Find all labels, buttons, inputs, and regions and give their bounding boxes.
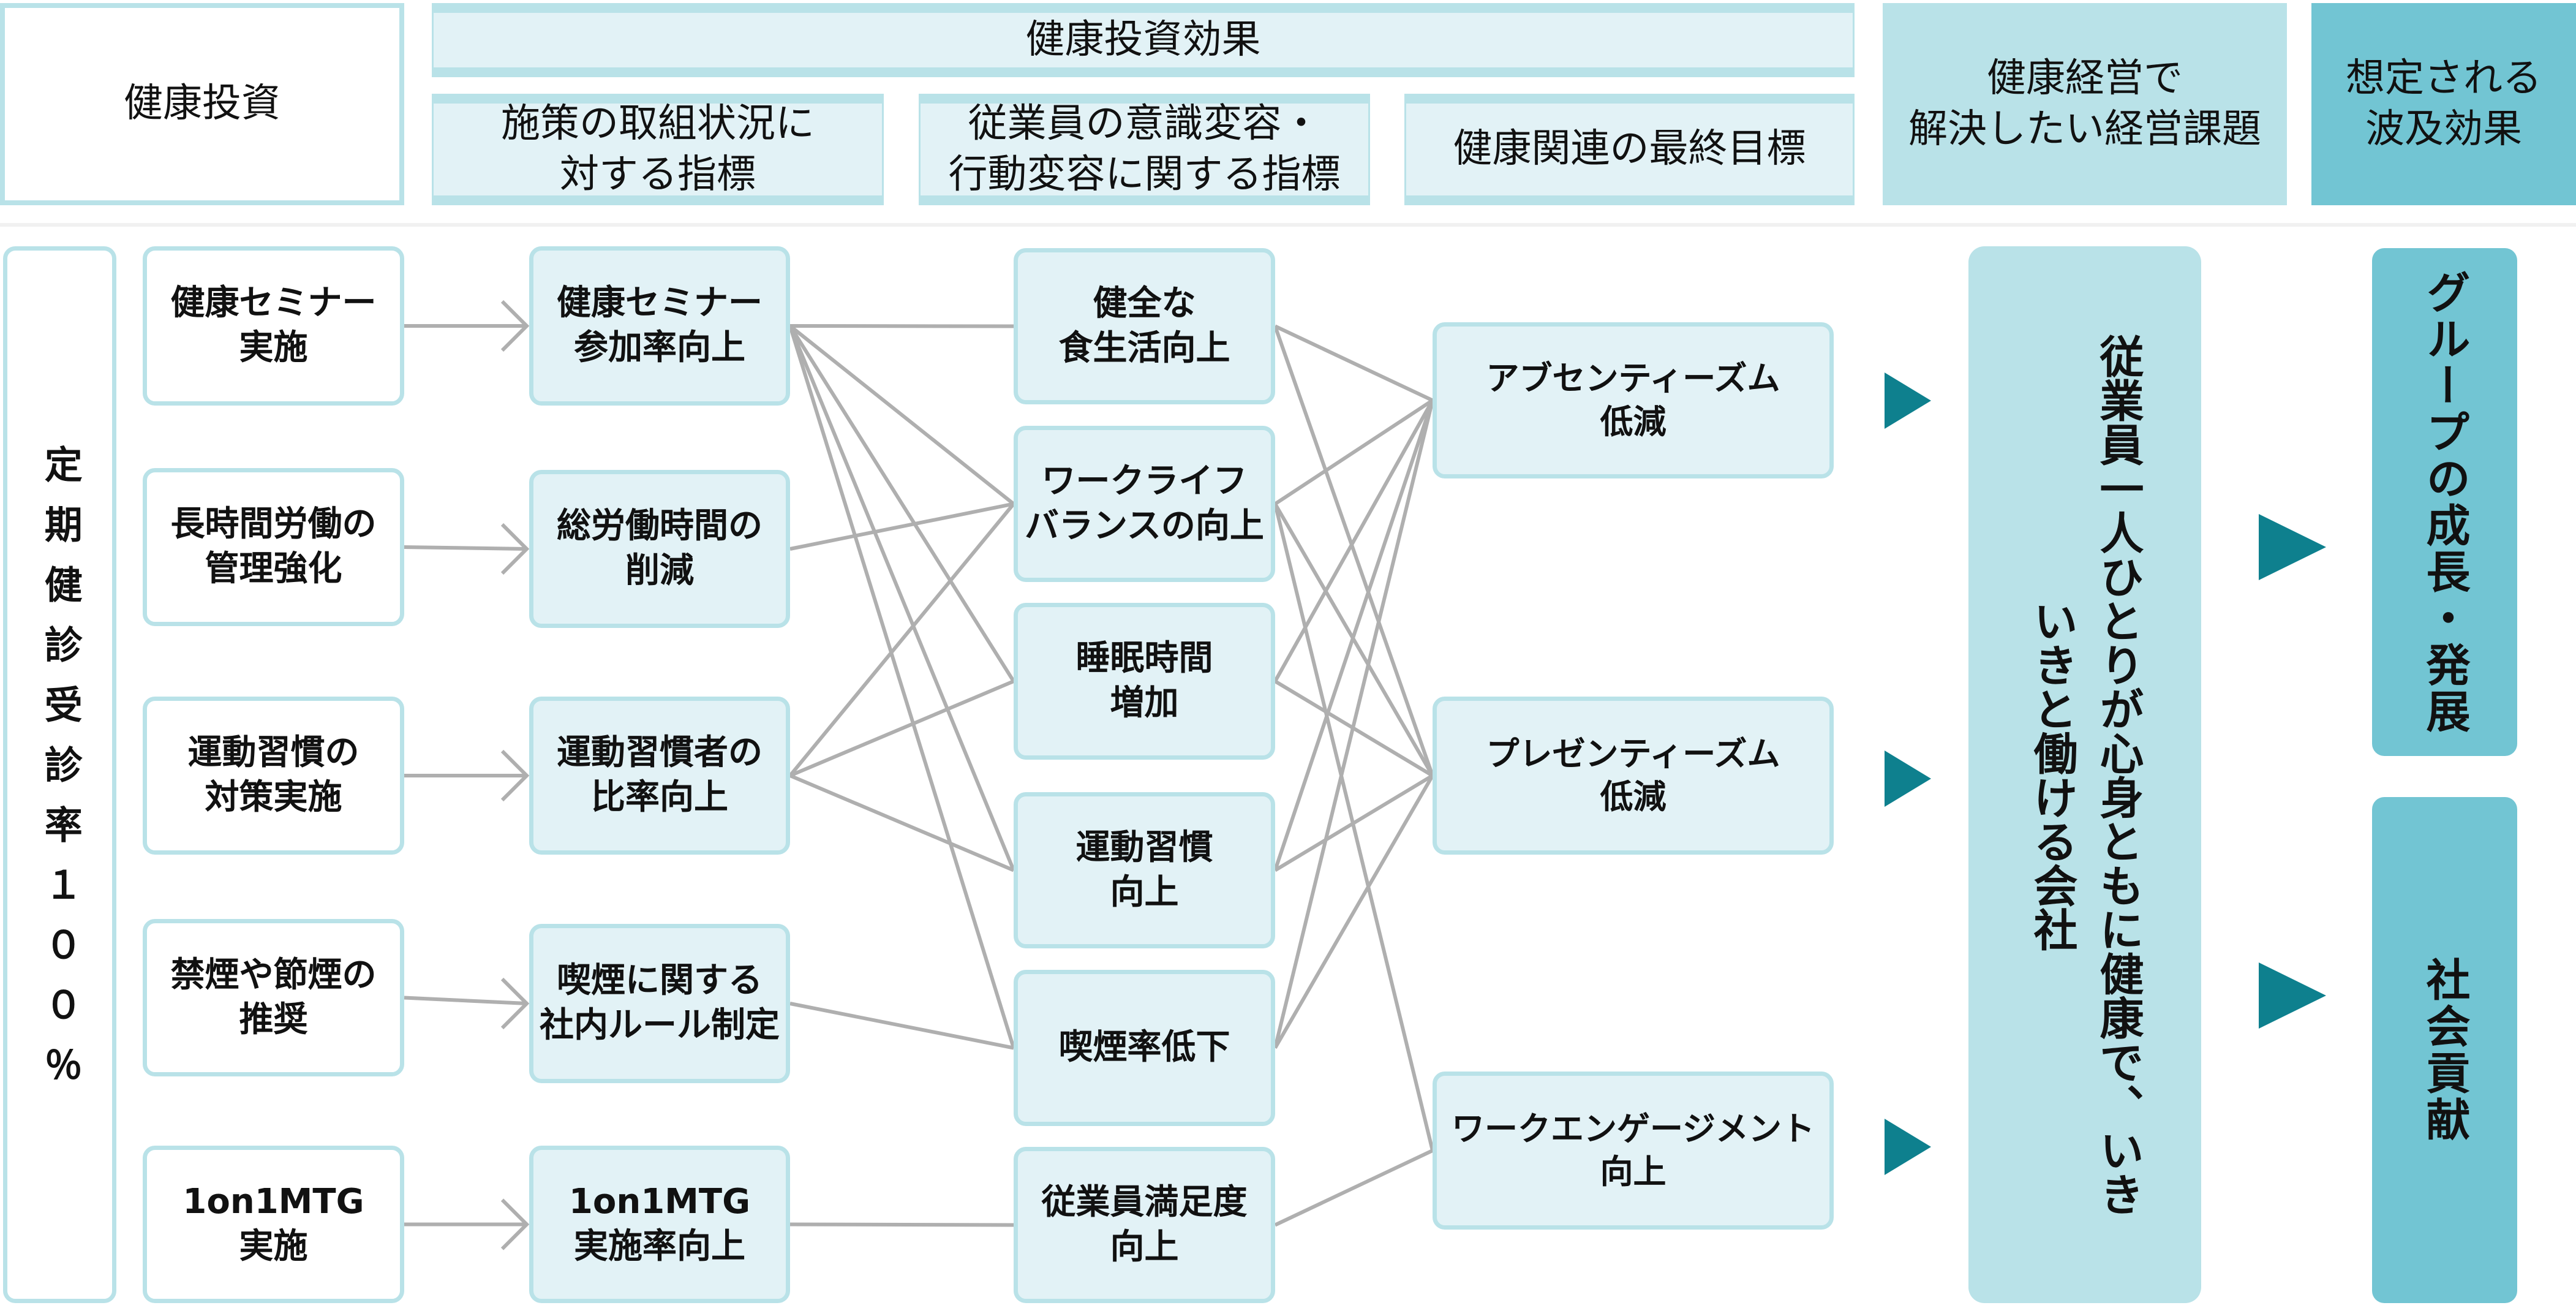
triangle-arrow-icon	[1885, 750, 1931, 807]
behavior-indicator-box: ワークライフ バランスの向上	[1014, 426, 1275, 582]
header-effect-sub-initiative: 施策の取組状況に 対する指標	[432, 94, 884, 205]
initiative-indicator-box-label: 運動習慣者の 比率向上	[557, 733, 763, 817]
triangle-arrow-icon	[2259, 514, 2326, 580]
behavior-connector	[1273, 399, 1434, 1049]
header-management-issue-label: 健康経営で 解決したい経営課題	[1908, 55, 2261, 152]
investment-connector	[404, 996, 527, 1005]
header-effect-sub-final: 健康関連の最終目標	[1404, 94, 1855, 205]
header-investment: 健康投資	[0, 3, 404, 205]
behavior-indicator-box-label: 喫煙率低下	[1058, 1027, 1230, 1068]
initiative-indicator-box-label: 1on1MTG 実施率向上	[568, 1181, 751, 1266]
ripple-effect-label: グループの成長・発展	[2419, 269, 2470, 735]
header-divider	[0, 223, 2576, 227]
arrowhead-icon	[500, 977, 530, 1030]
header-investment-label: 健康投資	[124, 81, 281, 127]
behavior-connector	[1273, 399, 1434, 871]
health-checkup-rate-bar: 定期健診受診率１００％	[3, 246, 116, 1303]
initiative-indicator-box: 1on1MTG 実施率向上	[529, 1146, 790, 1303]
initiative-connector	[788, 325, 1015, 682]
investment-box: 健康セミナー 実施	[143, 246, 404, 406]
ripple-effect-social: 社会貢献	[2372, 797, 2517, 1303]
behavior-indicator-box-label: 睡眠時間 増加	[1075, 638, 1213, 723]
initiative-connector	[789, 1002, 1014, 1050]
behavior-connector	[1273, 503, 1434, 1151]
header-sub-label: 健康関連の最終目標	[1453, 126, 1806, 172]
header-sub-label: 従業員の意識変容・ 行動変容に関する指標	[948, 100, 1341, 197]
initiative-connector	[789, 774, 1015, 872]
behavior-indicator-box: 運動習慣 向上	[1014, 792, 1275, 948]
behavior-indicator-box: 喫煙率低下	[1014, 970, 1275, 1126]
final-goal-box: プレゼンティーズム 低減	[1433, 697, 1834, 855]
triangle-arrow-icon	[1885, 372, 1931, 429]
initiative-connector	[789, 324, 1014, 328]
arrowhead-icon	[500, 1198, 530, 1250]
behavior-connector	[1274, 398, 1434, 506]
behavior-indicator-box-label: 運動習慣 向上	[1075, 827, 1213, 912]
investment-box: 禁煙や節煙の 推奨	[143, 919, 404, 1076]
management-goal-box: 従業員一人ひとりが心身ともに健康で、いきいきと働ける会社	[1968, 246, 2201, 1303]
investment-box-label: 運動習慣の 対策実施	[187, 733, 360, 817]
investment-box: 運動習慣の 対策実施	[143, 697, 404, 855]
final-goal-box: アブセンティーズム 低減	[1433, 322, 1834, 478]
arrowhead-icon	[500, 523, 530, 575]
health-checkup-rate-label: 定期健診受診率１００％	[37, 444, 83, 1105]
investment-box-label: 健康セミナー 実施	[170, 283, 377, 368]
behavior-connector	[1274, 774, 1434, 872]
initiative-connector	[789, 679, 1015, 777]
triangle-arrow-icon	[2259, 962, 2326, 1029]
final-goal-box: ワークエンゲージメント 向上	[1433, 1072, 1834, 1230]
behavior-indicator-box: 従業員満足度 向上	[1014, 1147, 1275, 1303]
behavior-connector	[1273, 325, 1434, 776]
ripple-effect-label: 社会貢献	[2419, 957, 2470, 1143]
initiative-indicator-box: 運動習慣者の 比率向上	[529, 697, 790, 855]
behavior-indicator-box-label: 従業員満足度 向上	[1041, 1182, 1248, 1267]
behavior-indicator-box: 健全な 食生活向上	[1014, 248, 1275, 404]
header-effect-sub-behavior: 従業員の意識変容・ 行動変容に関する指標	[919, 94, 1370, 205]
investment-connector	[404, 545, 527, 551]
initiative-indicator-box-label: 総労働時間の 削減	[557, 506, 763, 591]
behavior-indicator-box-label: 健全な 食生活向上	[1058, 283, 1230, 368]
management-goal-label: 従業員一人ひとりが心身ともに健康で、いきいきと働ける会社	[2026, 333, 2144, 1216]
final-goal-box-label: アブセンティーズム 低減	[1486, 359, 1780, 441]
initiative-connector	[788, 325, 1015, 1049]
initiative-connector	[788, 325, 1015, 871]
investment-box-label: 長時間労働の 管理強化	[170, 504, 377, 589]
initiative-indicator-box-label: 健康セミナー 参加率向上	[557, 283, 763, 368]
header-ripple-effect: 想定される 波及効果	[2311, 3, 2576, 205]
initiative-indicator-box: 総労働時間の 削減	[529, 470, 790, 628]
header-effect-title: 健康投資効果	[432, 3, 1855, 77]
initiative-indicator-box-label: 喫煙に関する 社内ルール制定	[540, 961, 780, 1045]
investment-box-label: 禁煙や節煙の 推奨	[170, 955, 377, 1040]
investment-box: 長時間労働の 管理強化	[143, 468, 404, 626]
arrowhead-icon	[500, 749, 530, 802]
triangle-arrow-icon	[1885, 1119, 1931, 1175]
investment-box-label: 1on1MTG 実施	[183, 1181, 364, 1266]
initiative-indicator-box: 喫煙に関する 社内ルール制定	[529, 924, 790, 1083]
behavior-connector	[1273, 774, 1434, 1049]
initiative-connector	[789, 502, 1014, 551]
header-effect-title-label: 健康投資効果	[1025, 17, 1261, 62]
behavior-connector	[1274, 324, 1434, 403]
behavior-connector	[1273, 399, 1434, 682]
behavior-indicator-box: 睡眠時間 増加	[1014, 603, 1275, 760]
investment-box: 1on1MTG 実施	[143, 1146, 404, 1303]
behavior-connector	[1274, 1149, 1434, 1227]
header-management-issue: 健康経営で 解決したい経営課題	[1883, 3, 2287, 205]
header-ripple-effect-label: 想定される 波及効果	[2346, 55, 2542, 152]
arrowhead-icon	[500, 300, 530, 352]
initiative-connector	[788, 502, 1015, 777]
behavior-indicator-box-label: ワークライフ バランスの向上	[1025, 461, 1264, 546]
header-sub-label: 施策の取組状況に 対する指標	[501, 100, 815, 197]
ripple-effect-growth: グループの成長・発展	[2372, 248, 2517, 756]
final-goal-box-label: プレゼンティーズム 低減	[1486, 734, 1780, 816]
final-goal-box-label: ワークエンゲージメント 向上	[1452, 1109, 1815, 1191]
initiative-connector	[789, 324, 1015, 505]
initiative-indicator-box: 健康セミナー 参加率向上	[529, 246, 790, 406]
